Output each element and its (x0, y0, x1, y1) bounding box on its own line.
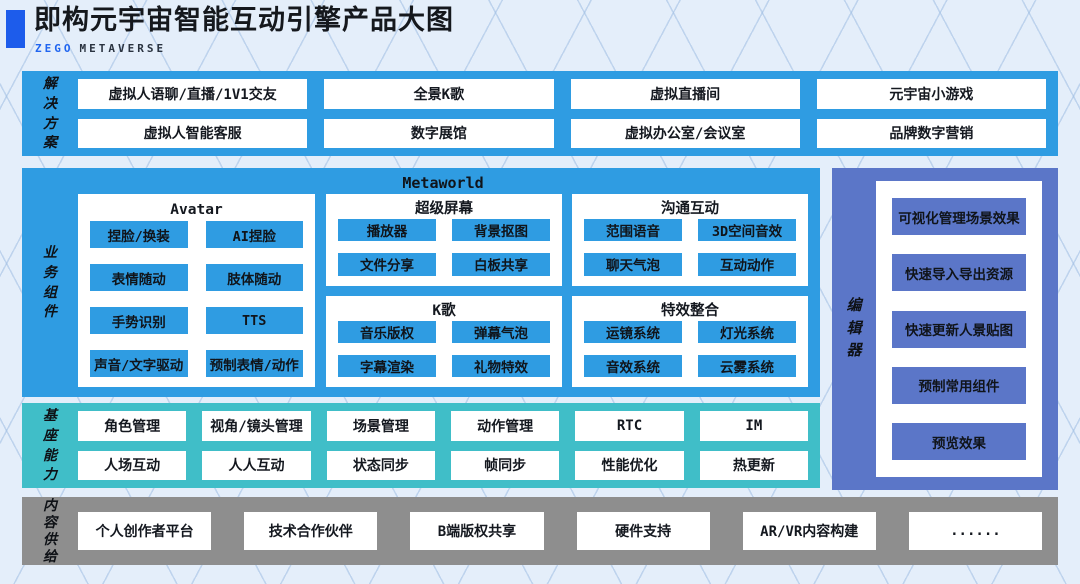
editor-feature-list: 可视化管理场景效果 快速导入导出资源 快速更新人景贴图 预制常用组件 预览效果 (876, 181, 1042, 477)
foundation-item: 人场互动 (78, 450, 187, 480)
metaworld-title: Metaworld (402, 173, 484, 192)
content-supply-label-text: 内容供给 (43, 496, 57, 565)
communication-group: 沟通互动 范围语音 3D空间音效 聊天气泡 互动动作 (572, 194, 808, 286)
metaworld-panel: Metaworld Avatar 捏脸/换装 AI捏脸 表情随动 肢体随动 手势… (78, 168, 820, 397)
avatar-feature: AI捏脸 (205, 221, 303, 248)
editor-feature: 快速导入导出资源 (892, 254, 1026, 292)
communication-feature: 范围语音 (584, 219, 682, 242)
editor-feature: 预览效果 (892, 423, 1026, 460)
ktv-feature: 字幕渲染 (338, 354, 436, 377)
solutions-section: 解决方案 虚拟人语聊/直播/1V1交友 全景K歌 虚拟直播间 元宇宙小游戏 虚拟… (22, 71, 1058, 156)
effects-feature: 运镜系统 (584, 320, 682, 343)
editor-label-text: 编辑器 (846, 297, 862, 360)
solution-item: 虚拟人语聊/直播/1V1交友 (78, 79, 308, 109)
avatar-group-chips: 捏脸/换装 AI捏脸 表情随动 肢体随动 手势识别 TTS 声音/文字驱动 预制… (90, 221, 303, 377)
foundation-item: 动作管理 (451, 411, 560, 441)
content-supply-item: B端版权共享 (410, 512, 544, 550)
ktv-chips: 音乐版权 弹幕气泡 字幕渲染 礼物特效 (338, 320, 550, 377)
editor-section-label: 编辑器 (832, 168, 876, 490)
effects-feature: 音效系统 (584, 354, 682, 377)
business-section-label: 业务组件 (22, 168, 78, 397)
foundation-item: 人人互动 (202, 450, 311, 480)
avatar-feature: 捏脸/换装 (90, 221, 188, 248)
editor-feature: 可视化管理场景效果 (892, 198, 1026, 235)
solution-item: 全景K歌 (324, 79, 554, 109)
avatar-feature: 声音/文字驱动 (90, 350, 188, 377)
solutions-grid: 虚拟人语聊/直播/1V1交友 全景K歌 虚拟直播间 元宇宙小游戏 虚拟人智能客服… (78, 71, 1058, 156)
content-supply-item: 个人创作者平台 (78, 512, 212, 550)
foundation-item: 性能优化 (575, 450, 684, 480)
effects-feature: 云雾系统 (698, 354, 796, 377)
foundation-section: 基座能力 角色管理 视角/镜头管理 场景管理 动作管理 RTC IM 人场互动 … (22, 403, 820, 488)
ktv-feature: 音乐版权 (338, 320, 436, 343)
ktv-group: K歌 音乐版权 弹幕气泡 字幕渲染 礼物特效 (326, 295, 562, 387)
super-screen-title: 超级屏幕 (415, 201, 473, 217)
avatar-feature: 手势识别 (90, 307, 188, 334)
super-screen-group: 超级屏幕 播放器 背景抠图 文件分享 白板共享 (326, 194, 562, 286)
solution-item: 数字展馆 (324, 118, 554, 148)
foundation-item: 场景管理 (326, 411, 435, 441)
avatar-feature: 预制表情/动作 (205, 350, 303, 377)
business-label-text: 业务组件 (43, 243, 57, 320)
content-supply-item: 硬件支持 (576, 512, 710, 550)
communication-title: 沟通互动 (661, 201, 719, 217)
solution-item: 虚拟直播间 (570, 79, 800, 109)
super-screen-feature: 播放器 (338, 219, 436, 242)
foundation-item: 状态同步 (326, 450, 435, 480)
foundation-item: 视角/镜头管理 (202, 411, 311, 441)
ktv-feature: 礼物特效 (452, 354, 550, 377)
content-supply-section-label: 内容供给 (22, 497, 78, 565)
communication-chips: 范围语音 3D空间音效 聊天气泡 互动动作 (584, 219, 796, 276)
avatar-group: Avatar 捏脸/换装 AI捏脸 表情随动 肢体随动 手势识别 TTS 声音/… (78, 194, 315, 387)
avatar-feature: 表情随动 (90, 264, 188, 291)
solution-item: 虚拟人智能客服 (78, 118, 308, 148)
content-supply-item: AR/VR内容构建 (742, 512, 876, 550)
effects-feature: 灯光系统 (698, 320, 796, 343)
effects-chips: 运镜系统 灯光系统 音效系统 云雾系统 (584, 320, 796, 377)
foundation-item: 帧同步 (451, 450, 560, 480)
editor-section: 编辑器 可视化管理场景效果 快速导入导出资源 快速更新人景贴图 预制常用组件 预… (832, 168, 1058, 490)
effects-title: 特效整合 (661, 302, 719, 319)
content-supply-item: ...... (908, 512, 1042, 550)
ktv-feature: 弹幕气泡 (452, 320, 550, 343)
super-screen-feature: 背景抠图 (452, 219, 550, 242)
page-subtitle: ZEGO METAVERSE (35, 42, 166, 55)
content-supply-section: 内容供给 个人创作者平台 技术合作伙伴 B端版权共享 硬件支持 AR/VR内容构… (22, 497, 1058, 565)
foundation-item: RTC (575, 411, 684, 441)
solutions-section-label: 解决方案 (22, 71, 78, 156)
foundation-item: 热更新 (699, 450, 808, 480)
avatar-group-title: Avatar (170, 201, 223, 218)
foundation-item: IM (699, 411, 808, 441)
foundation-label-text: 基座能力 (43, 406, 57, 483)
solution-item: 元宇宙小游戏 (816, 79, 1046, 109)
content-supply-grid: 个人创作者平台 技术合作伙伴 B端版权共享 硬件支持 AR/VR内容构建 ...… (78, 497, 1058, 565)
brand-name: ZEGO (35, 42, 74, 55)
solution-item: 虚拟办公室/会议室 (570, 118, 800, 148)
solutions-label-text: 解决方案 (43, 74, 57, 151)
business-components-section: 业务组件 Metaworld Avatar 捏脸/换装 AI捏脸 表情随动 肢体… (22, 168, 820, 397)
foundation-grid: 角色管理 视角/镜头管理 场景管理 动作管理 RTC IM 人场互动 人人互动 … (78, 403, 820, 488)
brand-subtitle: METAVERSE (79, 42, 167, 55)
super-screen-chips: 播放器 背景抠图 文件分享 白板共享 (338, 219, 550, 276)
page-title: 即构元宇宙智能互动引擎产品大图 (34, 5, 454, 35)
communication-feature: 互动动作 (698, 253, 796, 276)
avatar-feature: 肢体随动 (205, 264, 303, 291)
editor-feature: 快速更新人景贴图 (892, 310, 1026, 348)
ktv-title: K歌 (432, 302, 456, 319)
metaworld-groups: Avatar 捏脸/换装 AI捏脸 表情随动 肢体随动 手势识别 TTS 声音/… (78, 194, 808, 387)
communication-feature: 3D空间音效 (698, 219, 796, 242)
effects-group: 特效整合 运镜系统 灯光系统 音效系统 云雾系统 (572, 295, 808, 387)
foundation-item: 角色管理 (78, 411, 187, 441)
content-supply-item: 技术合作伙伴 (244, 512, 378, 550)
foundation-section-label: 基座能力 (22, 403, 78, 488)
avatar-feature: TTS (205, 307, 303, 334)
communication-feature: 聊天气泡 (584, 253, 682, 276)
super-screen-feature: 白板共享 (452, 253, 550, 276)
title-accent-bar (6, 10, 25, 48)
feature-groups-grid: 超级屏幕 播放器 背景抠图 文件分享 白板共享 沟通互动 范围语音 3D空间音效 (326, 194, 808, 387)
solution-item: 品牌数字营销 (816, 118, 1046, 148)
editor-feature: 预制常用组件 (892, 366, 1026, 404)
super-screen-feature: 文件分享 (338, 253, 436, 276)
